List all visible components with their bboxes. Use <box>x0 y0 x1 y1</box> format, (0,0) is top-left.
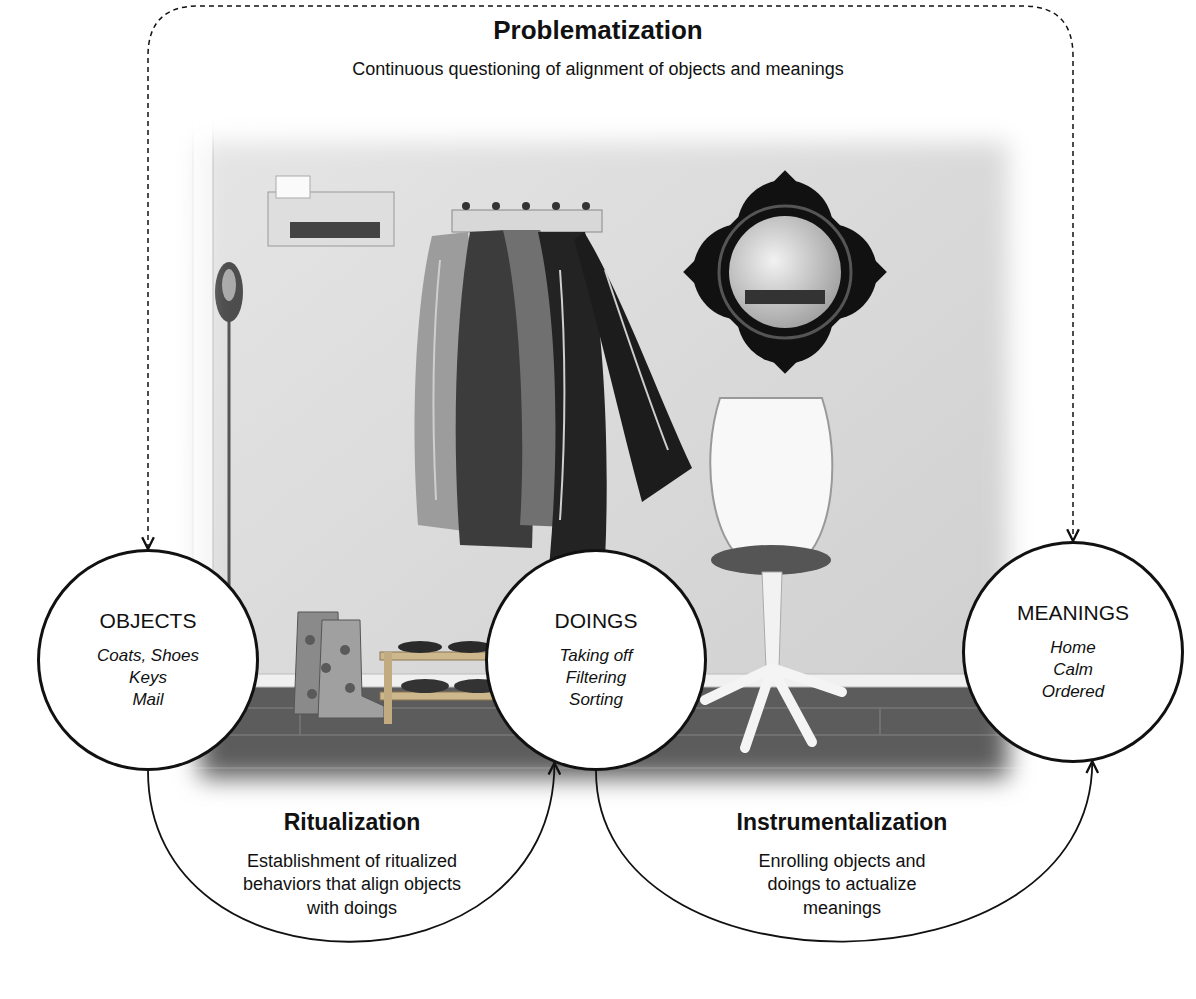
circle-item: Filtering <box>566 667 626 689</box>
concept-circle: DOINGS Taking offFilteringSorting <box>485 549 707 771</box>
process-note: Establishment of ritualized behaviors th… <box>232 850 472 920</box>
concept-circle: MEANINGS HomeCalmOrdered <box>962 541 1184 763</box>
circle-item: Taking off <box>559 645 632 667</box>
section-heading: Problematization <box>148 14 1048 48</box>
circle-content: OBJECTS Coats, ShoesKeysMail <box>97 609 199 711</box>
circle-content: DOINGS Taking offFilteringSorting <box>555 609 638 711</box>
circle-heading: DOINGS <box>555 609 638 633</box>
dashed-connector <box>148 6 1073 549</box>
circle-item: Sorting <box>569 689 623 711</box>
circle-content: MEANINGS HomeCalmOrdered <box>1017 601 1129 703</box>
circle-item: Home <box>1050 637 1095 659</box>
circle-heading: MEANINGS <box>1017 601 1129 625</box>
circle-heading: OBJECTS <box>100 609 197 633</box>
circle-item: Coats, Shoes <box>97 645 199 667</box>
process-heading: Instrumentalization <box>692 808 992 838</box>
process-heading: Ritualization <box>202 808 502 838</box>
process-note: Enrolling objects and doings to actualiz… <box>740 850 945 920</box>
curved-arrow <box>148 763 554 942</box>
curved-arrow <box>596 761 1092 941</box>
circle-item: Keys <box>129 667 167 689</box>
circle-item: Mail <box>132 689 163 711</box>
circle-item: Ordered <box>1042 681 1104 703</box>
section-note: Continuous questioning of alignment of o… <box>148 58 1048 81</box>
concept-circle: OBJECTS Coats, ShoesKeysMail <box>37 549 259 771</box>
circle-item: Calm <box>1053 659 1093 681</box>
